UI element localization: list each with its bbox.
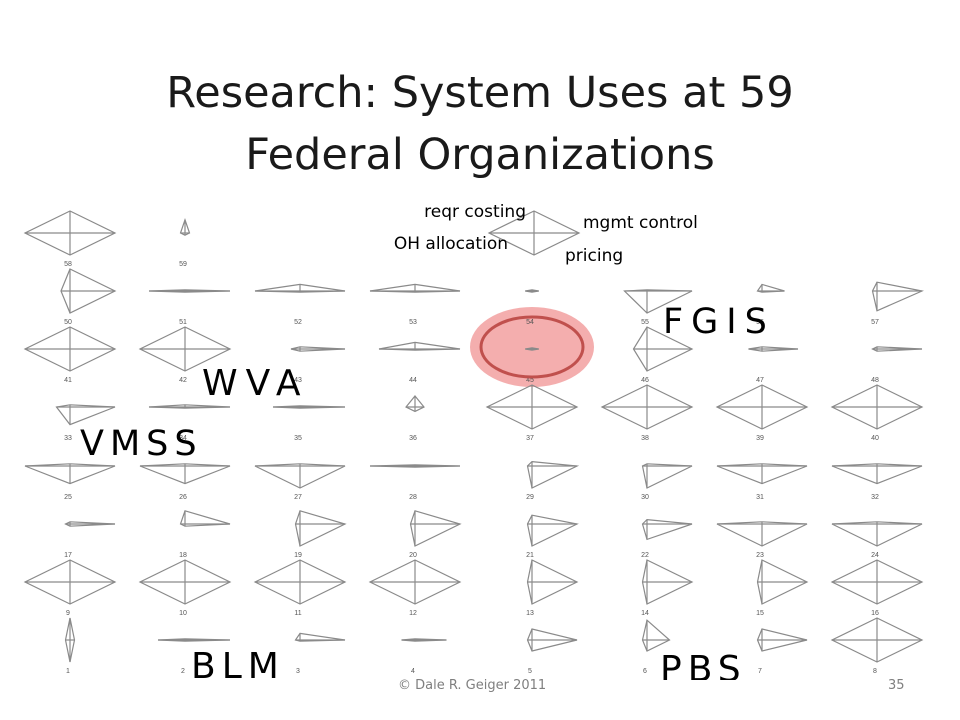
org-10-label: 10 (179, 610, 187, 617)
org-39-label: 39 (756, 435, 764, 442)
org-56-label: 56 (756, 319, 764, 326)
org-33-glyph-outline (55, 404, 116, 426)
org-8-label: 8 (873, 668, 877, 675)
org-42-label: 42 (179, 377, 187, 384)
highlight-glow (470, 307, 594, 387)
org-54-label: 54 (526, 319, 534, 326)
org-9-label: 9 (66, 610, 70, 617)
org-14-label: 14 (641, 610, 649, 617)
org-6-label: 6 (643, 668, 647, 675)
callout-pbs: PBS (660, 649, 747, 680)
org-17-label: 17 (64, 552, 72, 559)
org-5-label: 5 (528, 668, 532, 675)
org-29-label: 29 (526, 494, 534, 501)
org-25-label: 25 (64, 494, 72, 501)
title-line-2: Federal Organizations (245, 130, 715, 180)
org-20-label: 20 (409, 552, 417, 559)
org-26-label: 26 (179, 494, 187, 501)
org-19-glyph-outline (294, 510, 347, 547)
org-35-label: 35 (294, 435, 302, 442)
org-41-label: 41 (64, 377, 72, 384)
org-12-label: 12 (409, 610, 417, 617)
org-4-label: 4 (411, 668, 415, 675)
org-22-label: 22 (641, 552, 649, 559)
org-11-label: 11 (294, 610, 301, 617)
org-48-label: 48 (871, 377, 879, 384)
org-1-label: 1 (66, 668, 70, 675)
org-34-label: 34 (179, 435, 187, 442)
callout-blm: BLM (191, 646, 285, 680)
org-36-label: 36 (409, 435, 417, 442)
org-27-label: 27 (294, 494, 302, 501)
org-59-label: 59 (179, 261, 187, 268)
org-50-label: 50 (64, 319, 72, 326)
org-31-label: 31 (756, 494, 764, 501)
org-57-glyph-outline (871, 281, 924, 312)
org-21-glyph-outline (526, 514, 579, 547)
title-line-1: Research: System Uses at 59 (166, 68, 794, 118)
org-30-glyph-outline (641, 463, 693, 489)
org-38-label: 38 (641, 435, 649, 442)
org-7-label: 7 (758, 668, 762, 675)
org-21-label: 21 (526, 552, 534, 559)
callout-vmss: VMSS (80, 424, 203, 464)
org-55-label: 55 (641, 319, 649, 326)
org-46-label: 46 (641, 377, 649, 384)
org-2-label: 2 (181, 668, 185, 675)
page-number: 35 (888, 678, 905, 693)
org-52-label: 52 (294, 319, 302, 326)
org-51-label: 51 (179, 319, 187, 326)
org-37-label: 37 (526, 435, 534, 442)
org-53-label: 53 (409, 319, 417, 326)
org-13-label: 13 (526, 610, 534, 617)
org-45-label: 45 (526, 377, 534, 384)
footer-copyright: © Dale R. Geiger 2011 (398, 678, 547, 693)
org-23-label: 23 (756, 552, 764, 559)
org-57-label: 57 (871, 319, 879, 326)
legend-reqr-costing: reqr costing (424, 202, 526, 222)
org-20-glyph-outline (409, 510, 462, 547)
legend-pricing: pricing (565, 246, 623, 266)
org-32-label: 32 (871, 494, 879, 501)
org-24-label: 24 (871, 552, 879, 559)
callout-wva: WVA (202, 363, 309, 404)
callout-fgis: FGIS (663, 302, 775, 342)
slide-title: Research: System Uses at 59 Federal Orga… (0, 62, 960, 186)
org-22-glyph-outline (641, 518, 693, 541)
org-43-label: 43 (294, 377, 302, 384)
org-19-label: 19 (294, 552, 302, 559)
highlight-ring (479, 315, 585, 379)
org-16-label: 16 (871, 610, 879, 617)
org-28-label: 28 (409, 494, 417, 501)
legend-oh-allocation: OH allocation (394, 234, 508, 254)
org-33-label: 33 (64, 435, 72, 442)
org-47-label: 47 (756, 377, 764, 384)
org-44-label: 44 (409, 377, 417, 384)
org-58-label: 58 (64, 261, 72, 268)
legend-mgmt-control: mgmt control (583, 213, 698, 233)
org-30-label: 30 (641, 494, 649, 501)
org-18-label: 18 (179, 552, 187, 559)
org-40-label: 40 (871, 435, 879, 442)
org-15-label: 15 (756, 610, 764, 617)
org-3-label: 3 (296, 668, 300, 675)
